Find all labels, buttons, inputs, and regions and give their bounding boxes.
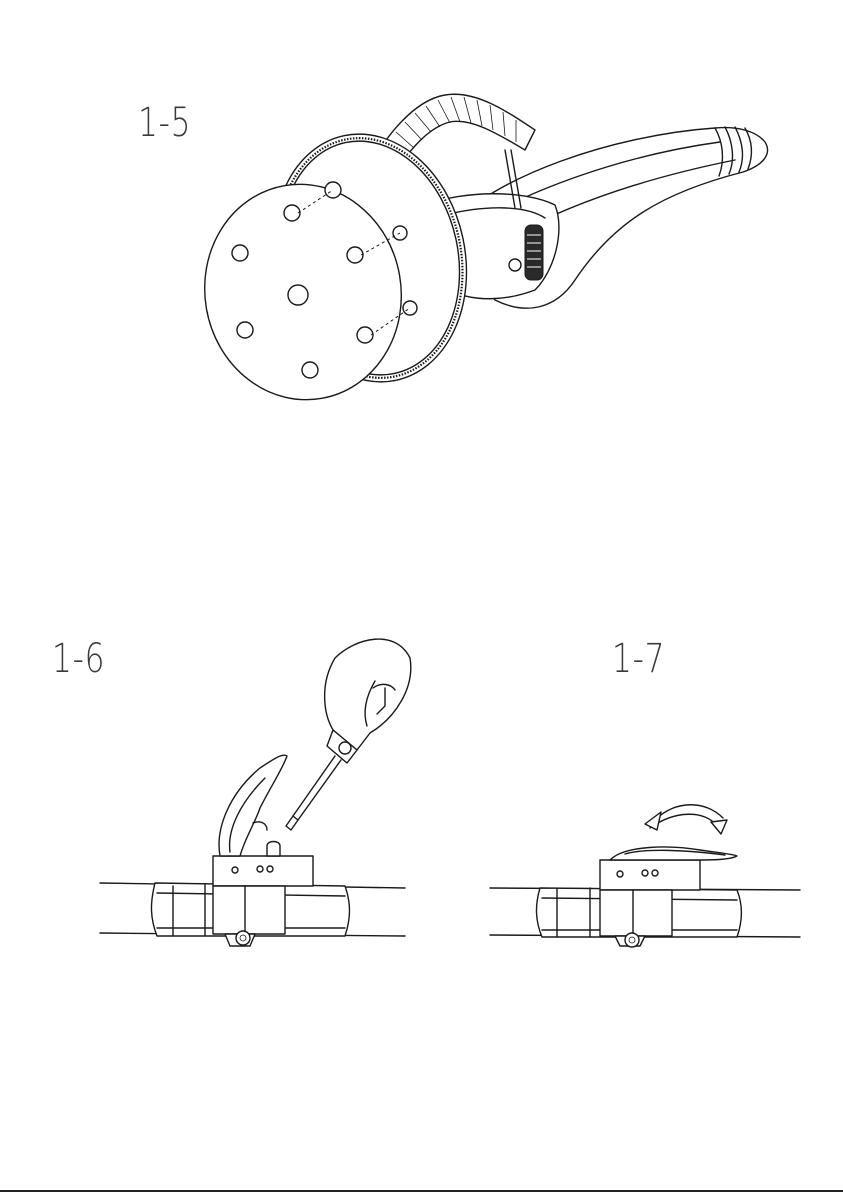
clamp-lever-illustration xyxy=(485,790,805,960)
figure-label-1-5: 1-5 xyxy=(138,100,191,146)
clamp-screwdriver-illustration xyxy=(95,618,405,958)
sander-pad-illustration xyxy=(195,80,785,410)
figure-label-1-7: 1-7 xyxy=(612,636,665,682)
